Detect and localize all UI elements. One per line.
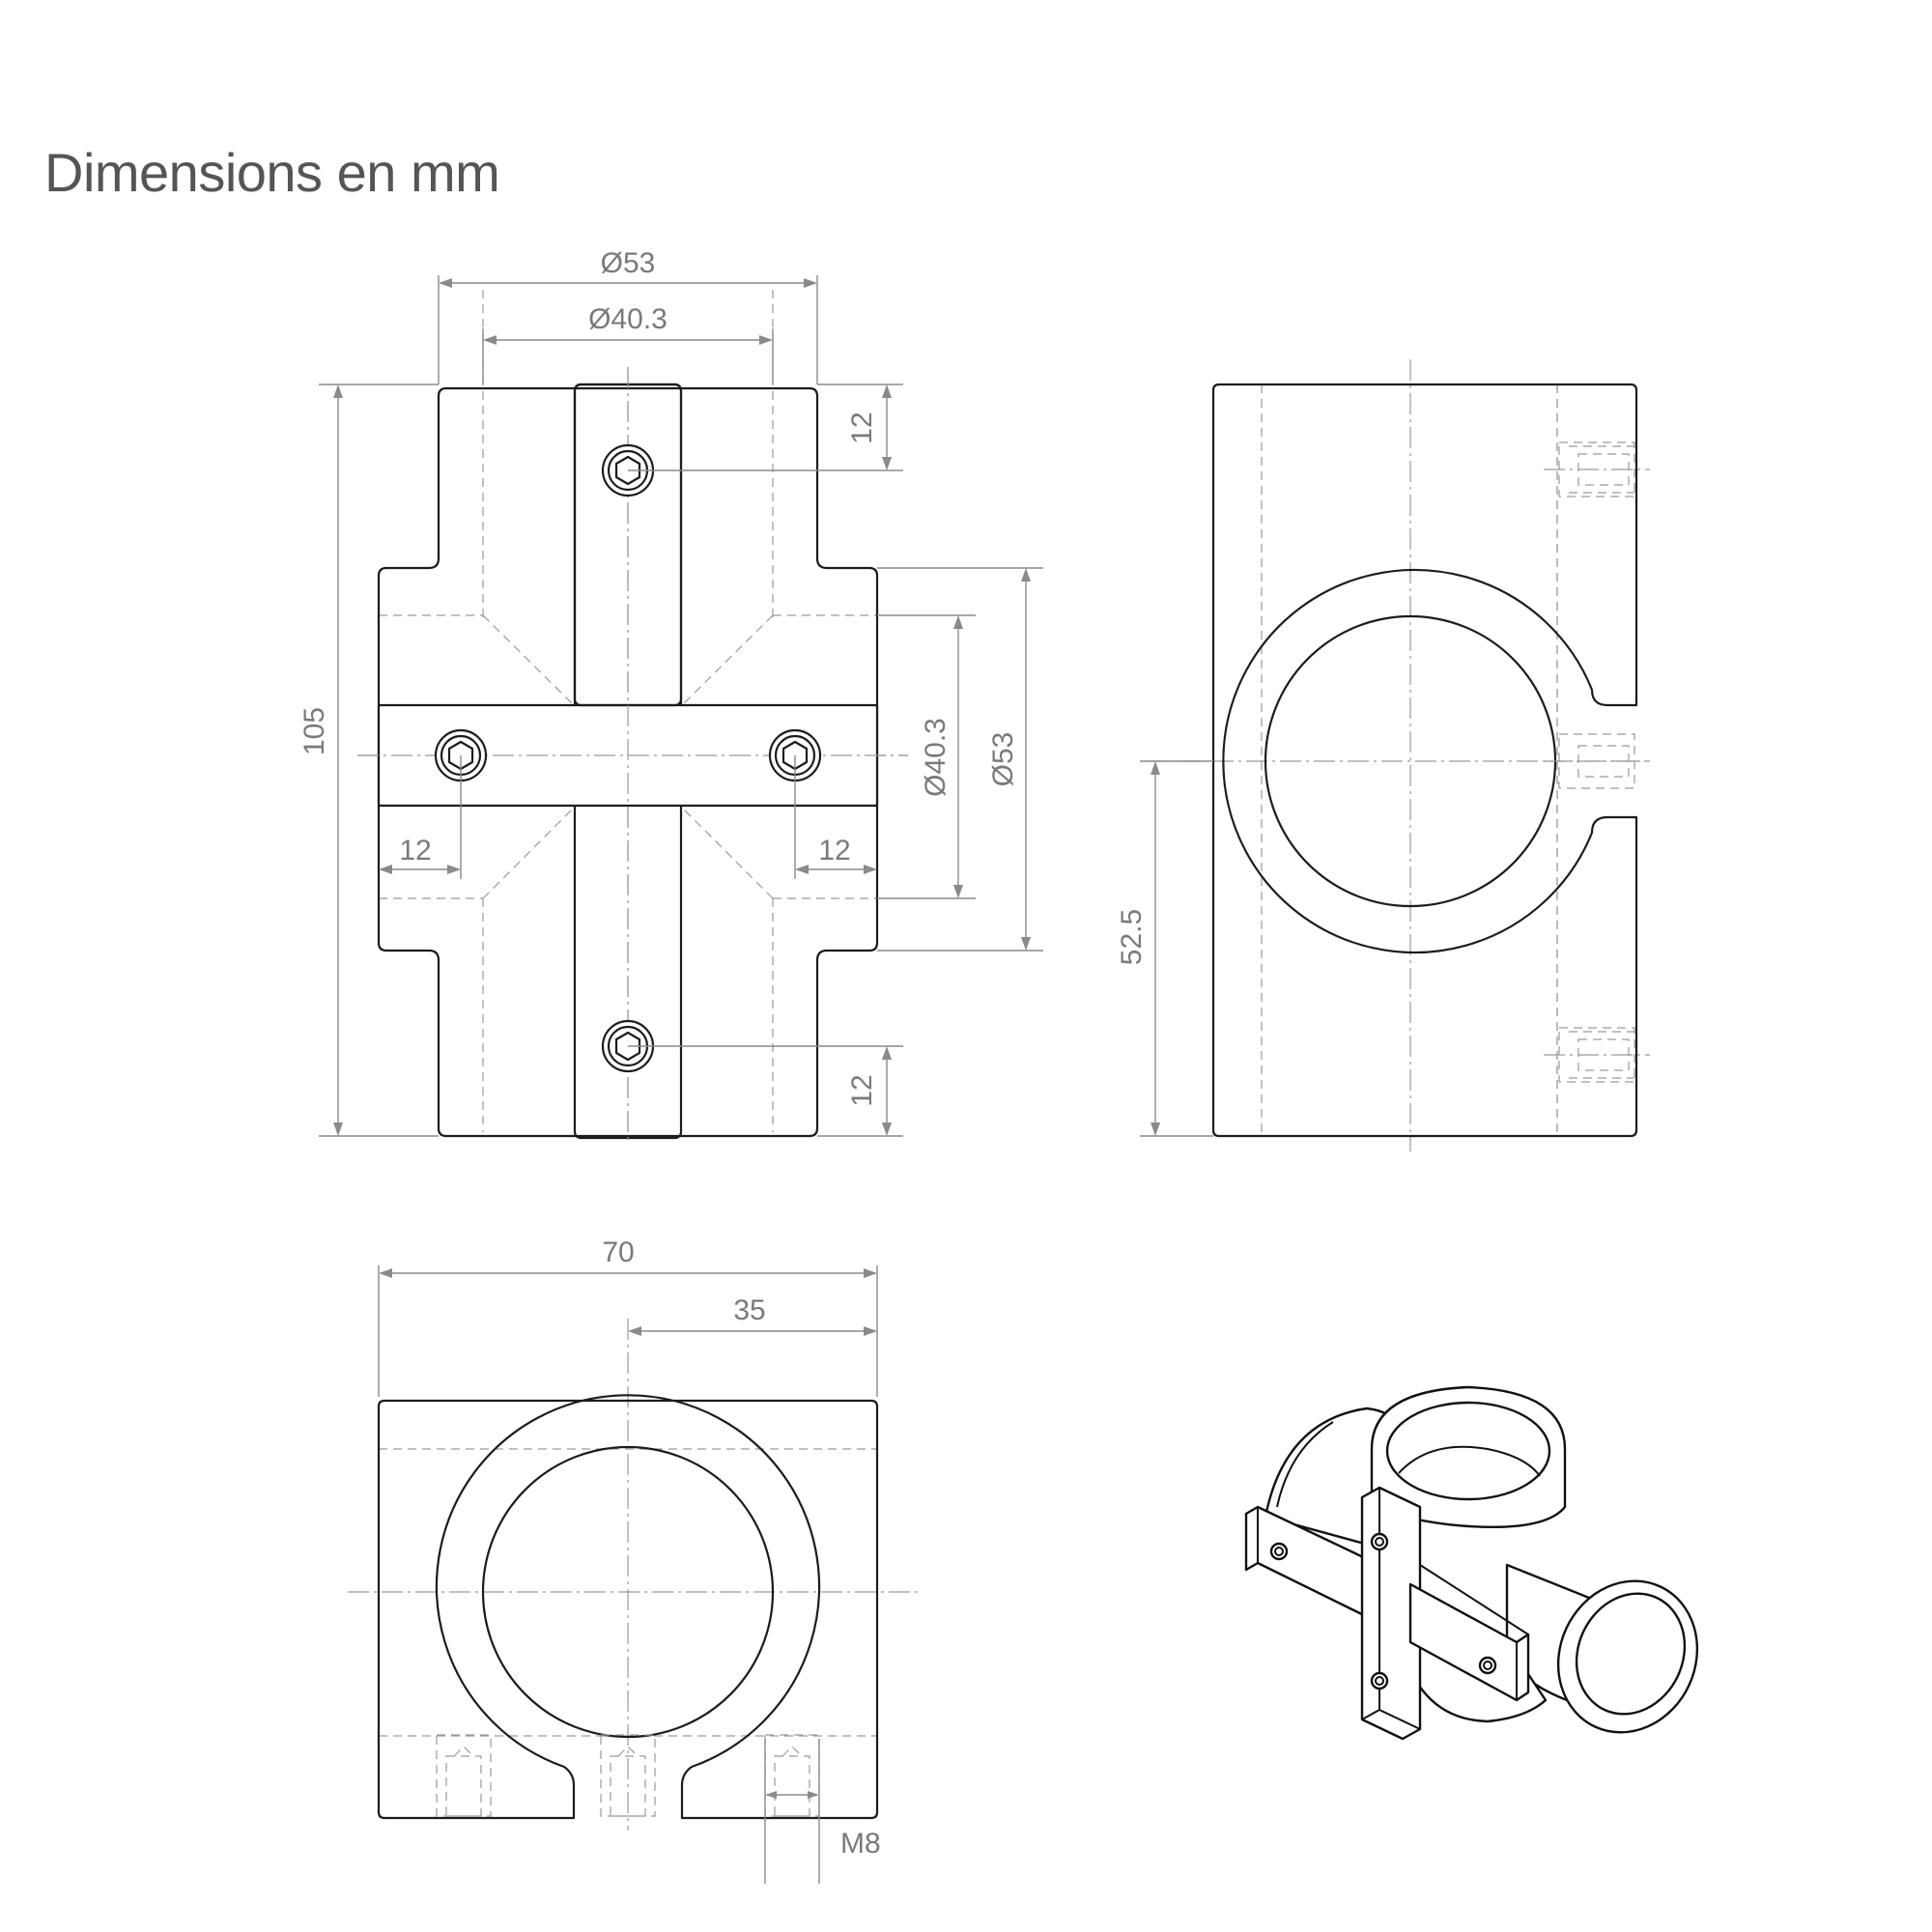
dim-inner-diameter: Ø40.3	[588, 303, 668, 335]
dim-top-screw: 12	[846, 412, 878, 443]
dim-width: 70	[602, 1236, 634, 1268]
side-thread-bottom	[1544, 1027, 1650, 1083]
dim-side-outer-diameter: Ø53	[987, 732, 1019, 787]
dim-bottom-screw: 12	[846, 1074, 878, 1106]
top-body-outline	[377, 1394, 879, 1820]
top-thread-center	[600, 1734, 656, 1817]
isometric-view	[1244, 1385, 1699, 1741]
side-thread-top	[1544, 441, 1650, 497]
dim-half-width: 35	[733, 1294, 765, 1326]
front-view: Ø53 Ø40.3 105 12 12 12	[298, 247, 1043, 1140]
side-body-outline	[1211, 383, 1638, 1138]
dim-outer-diameter: Ø53	[601, 247, 656, 279]
thread-label: M8	[840, 1828, 881, 1860]
top-thread-right	[764, 1734, 820, 1817]
page-title: Dimensions en mm	[44, 142, 500, 203]
top-thread-left	[436, 1734, 492, 1817]
top-view: 70 35 M8	[348, 1236, 918, 1884]
fitting-outline	[377, 386, 879, 1138]
dim-center-height: 52.5	[1116, 909, 1148, 965]
dim-side-inner-diameter: Ø40.3	[920, 718, 952, 797]
side-view: 52.5	[1116, 359, 1650, 1151]
dim-left-screw: 12	[399, 835, 431, 867]
side-thread-middle	[1544, 733, 1650, 789]
top-bore	[481, 1445, 775, 1739]
dim-height: 105	[298, 707, 330, 755]
dim-right-screw: 12	[818, 835, 850, 867]
